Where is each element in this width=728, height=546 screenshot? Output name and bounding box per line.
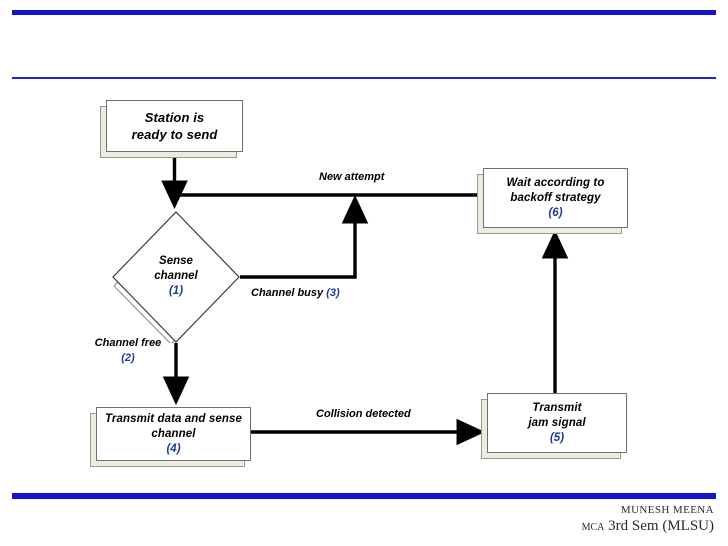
- footer-course-text: 3rd Sem (MLSU): [604, 518, 714, 534]
- node-face: Station is ready to send: [106, 100, 243, 152]
- node-step-number: (4): [166, 442, 181, 455]
- node-transmit-jam-signal[interactable]: Transmit jam signal (5): [481, 393, 627, 459]
- node-sense-channel[interactable]: Sense channel (1): [112, 211, 240, 343]
- node-text-line-2: backoff strategy: [510, 191, 601, 204]
- node-text-line-1: Station is: [144, 110, 205, 125]
- node-text-line-1: Transmit: [532, 401, 582, 414]
- node-text-line-2: channel: [151, 427, 196, 440]
- edge-label-channel-busy-text: Channel busy: [251, 287, 327, 299]
- node-text-line-2: ready to send: [131, 127, 218, 142]
- diamond-shape: [112, 211, 240, 343]
- edge-label-collision-detected: Collision detected: [316, 408, 411, 420]
- node-step-number: (5): [549, 431, 565, 444]
- node-step-number: (6): [548, 206, 563, 219]
- edge-label-channel-free: Channel free (2): [82, 336, 174, 366]
- edge-label-channel-busy-number: (3): [326, 287, 340, 299]
- node-face: Wait according to backoff strategy (6): [483, 168, 628, 228]
- node-text-line-1: Wait according to: [506, 176, 605, 189]
- edge-channel-busy-new-attempt: [240, 194, 369, 279]
- node-wait-backoff-strategy[interactable]: Wait according to backoff strategy (6): [477, 168, 628, 234]
- node-face: Transmit jam signal (5): [487, 393, 627, 453]
- footer-course: MCA 3rd Sem (MLSU): [582, 517, 714, 537]
- node-face: Transmit data and sense channel (4): [96, 407, 251, 461]
- footer-author: MUNESH MEENA: [620, 504, 714, 516]
- slide-footer: MUNESH MEENA MCA 3rd Sem (MLSU): [582, 503, 714, 537]
- edge-label-channel-free-text: Channel free: [94, 337, 162, 349]
- edge-label-channel-free-number: (2): [121, 352, 135, 364]
- edge-label-channel-busy: Channel busy (3): [251, 286, 340, 301]
- node-text-line-1: Transmit data and sense: [105, 412, 242, 425]
- edge-label-new-attempt: New attempt: [319, 171, 385, 183]
- header-divider-line: [12, 77, 716, 79]
- top-accent-bar: [12, 10, 716, 15]
- node-text-line-2: jam signal: [528, 416, 586, 429]
- footer-course-prefix: MCA: [581, 522, 605, 533]
- bottom-accent-bar: [12, 493, 716, 499]
- node-station-ready-to-send[interactable]: Station is ready to send: [100, 100, 243, 158]
- node-transmit-data-and-sense-channel[interactable]: Transmit data and sense channel (4): [90, 407, 251, 467]
